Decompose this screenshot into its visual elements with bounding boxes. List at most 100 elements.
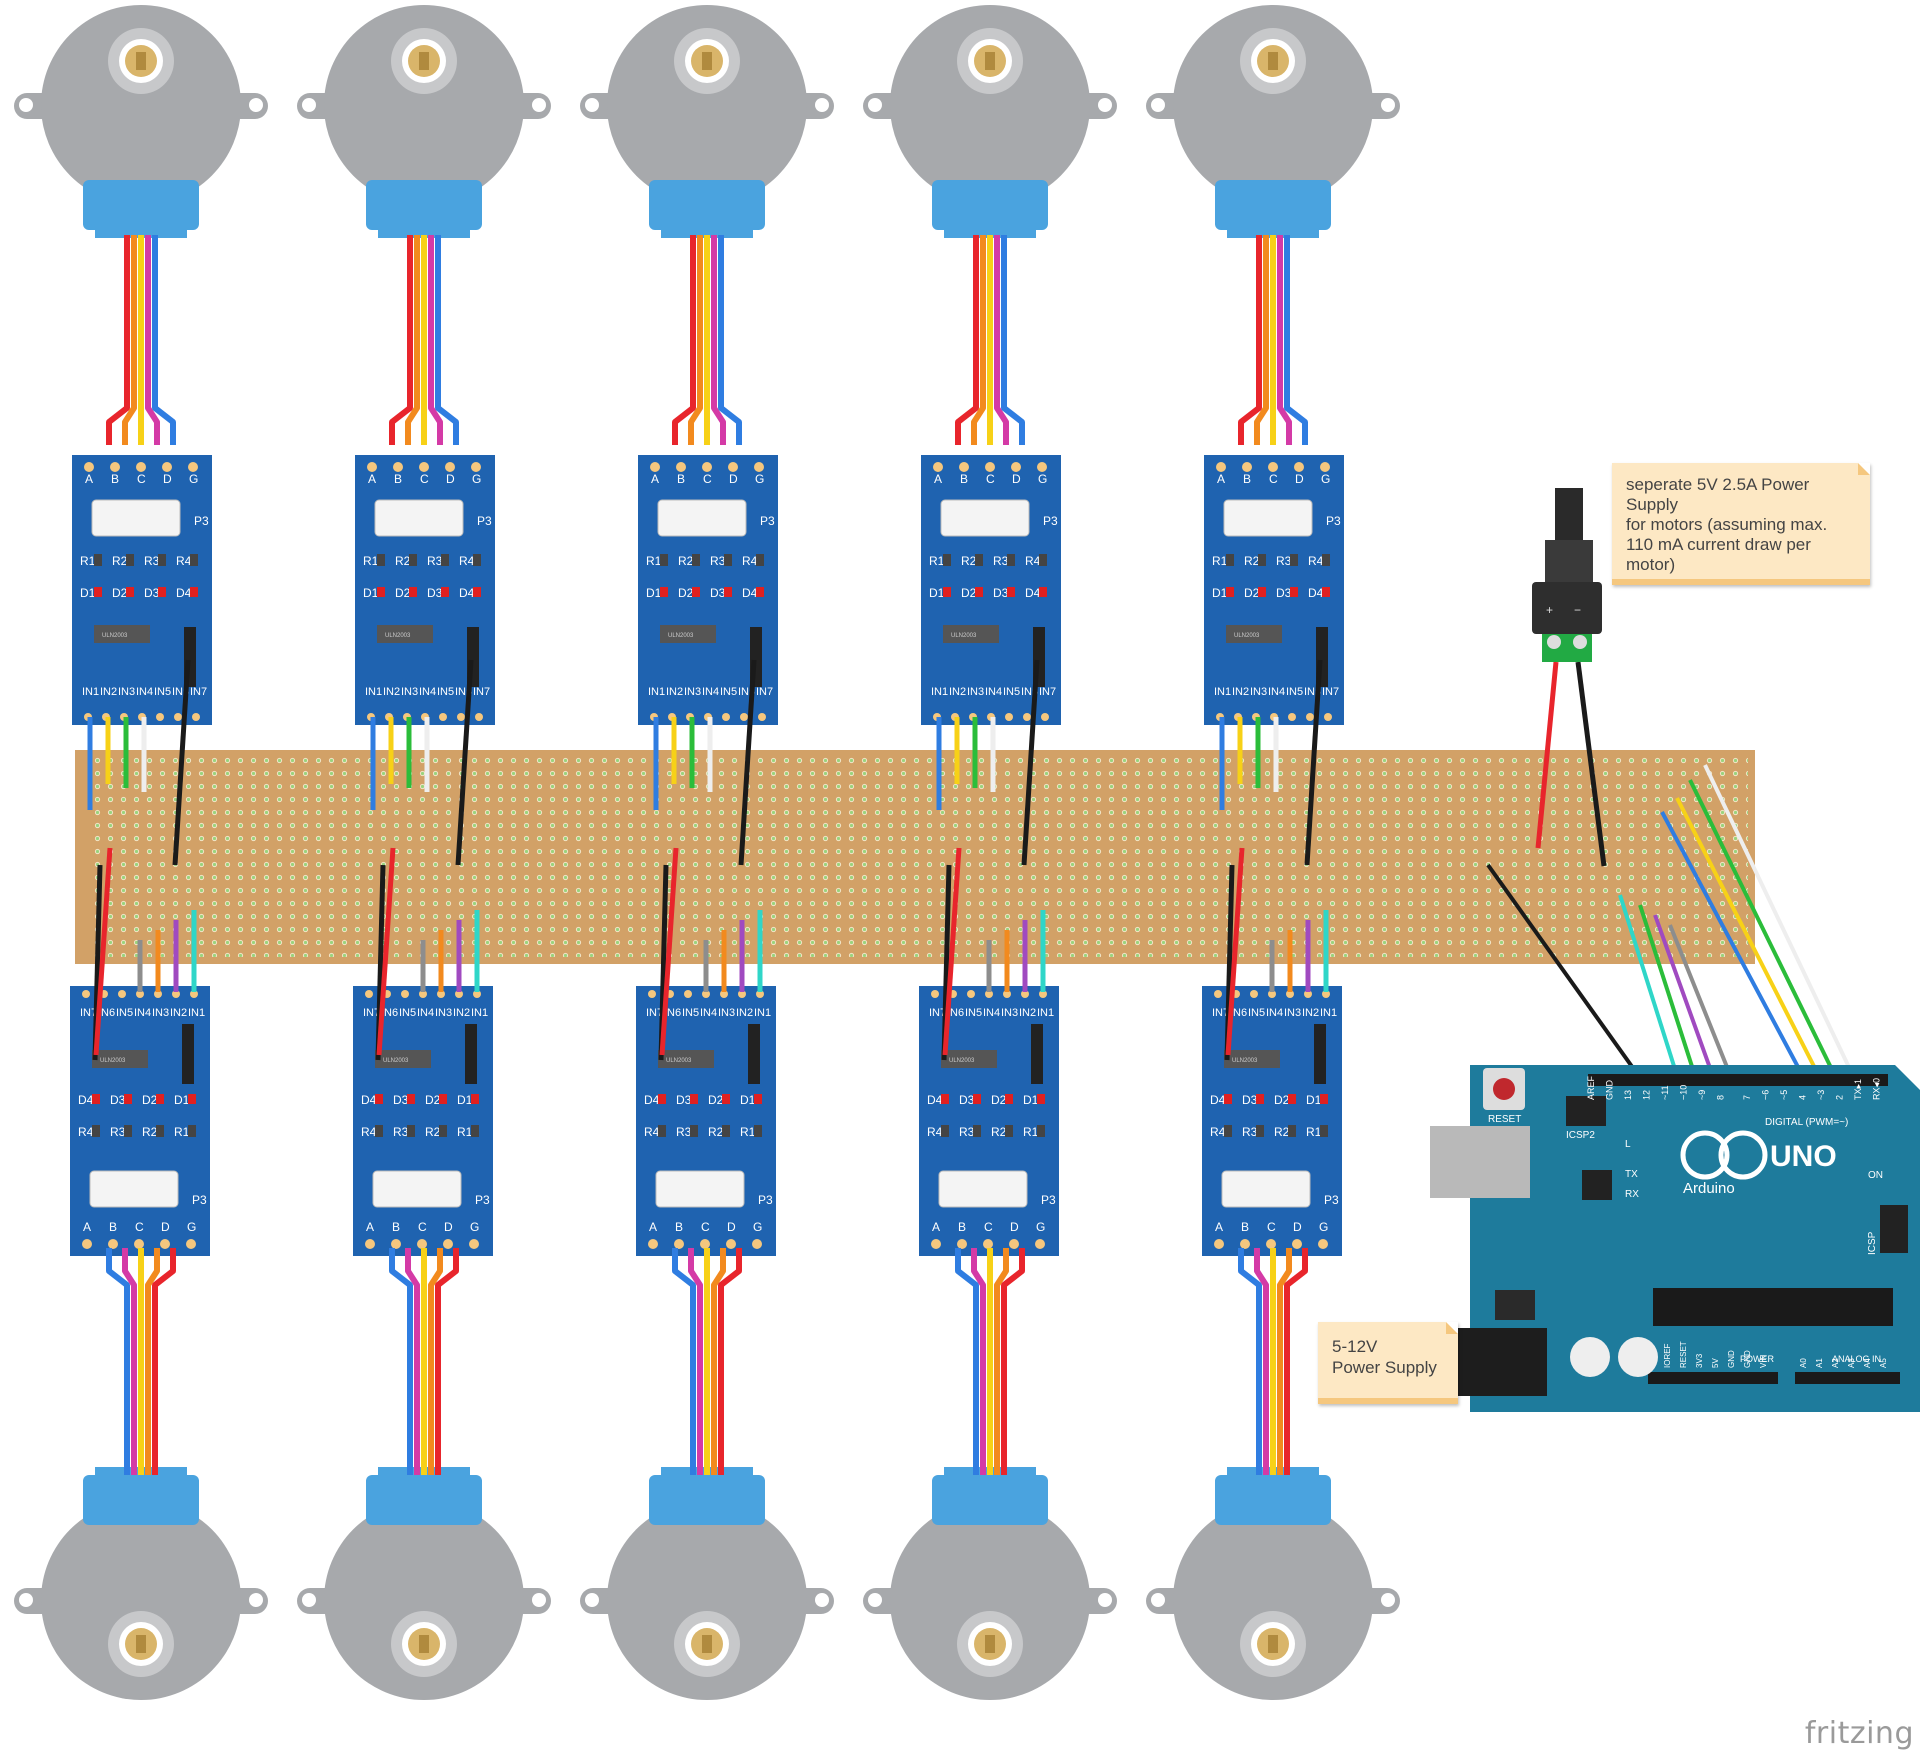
pad	[188, 462, 198, 472]
pad	[1292, 1239, 1302, 1249]
input-label: IN1	[365, 686, 382, 698]
uln2003-chip	[1224, 1050, 1280, 1068]
led	[658, 1094, 666, 1104]
pad	[417, 1239, 427, 1249]
input-label: IN5	[437, 686, 454, 698]
pad	[186, 1239, 196, 1249]
arduino-logo-icon	[1718, 1130, 1768, 1180]
icsp2-header	[1566, 1096, 1606, 1126]
analog-pin-label: A5	[1879, 1358, 1888, 1368]
pad	[1011, 462, 1021, 472]
power-pin-label: 5V	[1711, 1358, 1720, 1368]
motor-connector-cap	[932, 180, 1048, 230]
ribbon-wire	[152, 235, 176, 445]
resistor-label: R4	[78, 1125, 94, 1139]
led	[377, 587, 385, 597]
pin-label: D	[444, 1220, 453, 1234]
ribbon-wire	[106, 1248, 130, 1475]
input-label: IN7	[1212, 1007, 1229, 1019]
mount-hole	[1098, 98, 1112, 112]
on-label: ON	[1868, 1170, 1883, 1181]
led	[1037, 1094, 1045, 1104]
pin-label: C	[984, 1220, 993, 1234]
arduino-signal-wire	[1703, 764, 1858, 1083]
input-pad	[457, 713, 465, 721]
stepper-motor	[580, 5, 834, 238]
input-pad	[1250, 990, 1258, 998]
input-label: IN5	[682, 1007, 699, 1019]
led-label: D1	[80, 586, 96, 600]
input-label: IN2	[170, 1007, 187, 1019]
motor-connector-cap	[661, 222, 753, 238]
pad	[676, 462, 686, 472]
input-pad	[156, 713, 164, 721]
pin-label: D	[1295, 472, 1304, 486]
p3-connector	[374, 499, 464, 537]
led-label: D1	[1212, 586, 1228, 600]
mount-hole	[815, 98, 829, 112]
resistor	[658, 1125, 666, 1137]
pad	[1268, 462, 1278, 472]
input-label: IN7	[190, 686, 207, 698]
motor-power-note: seperate 5V 2.5A Power Supply for motors…	[1612, 463, 1870, 585]
shaft-flat	[702, 1635, 712, 1653]
barrel-jack-body	[1545, 540, 1593, 584]
input-label: IN3	[152, 1007, 169, 1019]
led-label: D2	[395, 586, 411, 600]
led-label: D4	[1308, 586, 1324, 600]
resistor	[124, 1125, 132, 1137]
input-label: IN1	[188, 1007, 205, 1019]
led-label: D4	[78, 1093, 94, 1107]
mount-hole	[1381, 1593, 1395, 1607]
input-label: IN3	[1284, 1007, 1301, 1019]
led	[1320, 1094, 1328, 1104]
power-pin-label: VIN	[1759, 1354, 1768, 1368]
shaft-flat	[985, 1635, 995, 1653]
minus-label: −	[1574, 603, 1581, 617]
pin-label: C	[1269, 472, 1278, 486]
resistor	[756, 554, 764, 566]
input-label: IN3	[718, 1007, 735, 1019]
ribbon-wire	[145, 235, 160, 445]
arduino-signal-wire	[1668, 924, 1735, 1083]
resistor	[1258, 554, 1266, 566]
ribbon-wire	[1284, 1248, 1308, 1475]
ribbon-wire	[994, 1248, 1009, 1475]
resistor-label: R2	[678, 554, 694, 568]
led	[94, 587, 102, 597]
pad	[110, 462, 120, 472]
p3-label: P3	[1326, 514, 1341, 528]
pad	[752, 1239, 762, 1249]
resistor-label: R1	[1212, 554, 1228, 568]
pad	[1318, 1239, 1328, 1249]
pad	[471, 462, 481, 472]
led-label: D3	[676, 1093, 692, 1107]
resistor-label: R1	[457, 1125, 473, 1139]
resistor-label: R3	[393, 1125, 409, 1139]
header-pin-label: RX◂0	[1872, 1078, 1882, 1100]
ribbon-wire	[1001, 235, 1025, 445]
led-label: D1	[457, 1093, 473, 1107]
motors-top-row	[14, 5, 1400, 238]
ribbon-wire	[1001, 1248, 1025, 1475]
input-pad	[439, 713, 447, 721]
ground-wire	[172, 659, 191, 866]
p3-label: P3	[760, 514, 775, 528]
ribbon-wire	[1254, 1248, 1269, 1475]
arduino-signal-wire	[1688, 779, 1840, 1083]
resistor-label: R2	[1274, 1125, 1290, 1139]
input-pad	[1214, 990, 1222, 998]
resistor-label: R3	[1242, 1125, 1258, 1139]
input-label: IN5	[1286, 686, 1303, 698]
pad	[108, 1239, 118, 1249]
arduino-signal-wire	[1653, 914, 1717, 1083]
capacitor	[1618, 1337, 1658, 1377]
stepper-motor	[1146, 1467, 1400, 1700]
p3-connector	[91, 499, 181, 537]
pin-label: G	[189, 472, 198, 486]
icsp-header	[1880, 1205, 1908, 1253]
pin-label: B	[677, 472, 685, 486]
